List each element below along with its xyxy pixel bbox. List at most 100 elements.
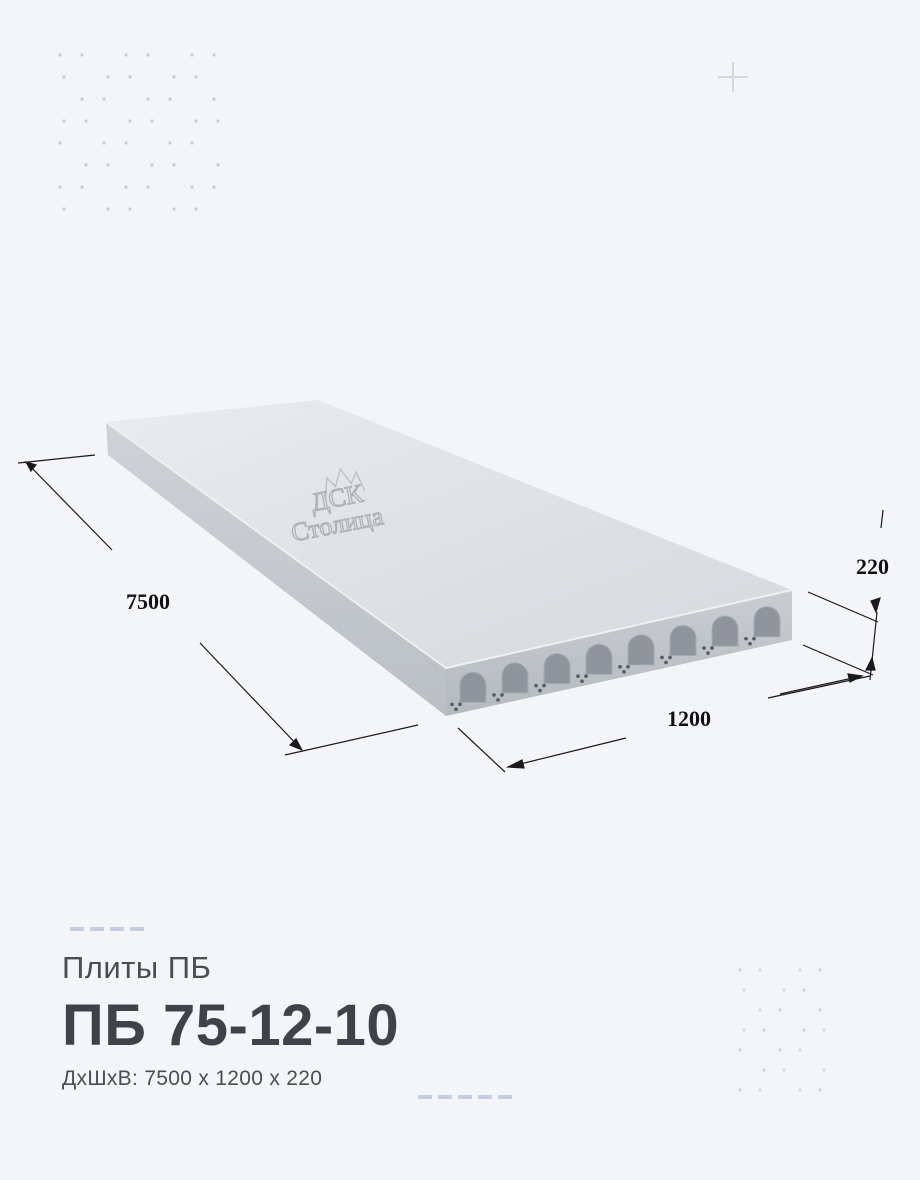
pattern-dot [798,968,802,972]
hollow-core [543,653,571,685]
rebar-dot [622,670,626,674]
spec-sep-1: x [198,1067,210,1090]
rebar-dot [584,674,588,678]
product-category: Плиты ПБ [62,950,212,985]
rebar-dot [454,707,458,712]
product-spec: ДхШхВ: 7500 x 1200 x 220 [62,1067,399,1091]
pattern-dot [146,97,150,101]
pattern-dot [58,141,62,145]
pattern-dot [212,97,216,101]
pattern-dot [742,1028,746,1032]
pattern-dot [106,207,110,211]
pattern-dot [738,1088,742,1092]
pattern-dot [738,968,742,972]
pattern-dot [58,53,62,57]
pattern-dot [822,1068,826,1072]
pattern-dot [762,1028,766,1032]
pattern-dot [102,97,106,101]
pattern-dot [124,53,128,57]
pattern-dot [194,119,198,123]
rebar-dot [458,702,462,707]
pattern-dot [194,75,198,79]
pattern-dot [172,75,176,79]
pattern-dot [150,163,154,167]
rebar-dot [492,693,496,697]
spec-label: ДхШхВ: [62,1067,139,1090]
slab-top-face [106,400,792,668]
hollow-core [459,671,487,703]
pattern-dot [146,185,150,189]
hollow-core [669,624,697,656]
pattern-dot [190,185,194,189]
pattern-dot [128,75,132,79]
product-model: ПБ 75-12-10 [62,993,400,1058]
pattern-dot [128,207,132,211]
rebar-dot [500,693,504,697]
pattern-dot [798,1088,802,1092]
dot-pattern-bottom [738,968,826,1092]
pattern-dot [758,1008,762,1012]
pattern-dot [782,988,786,992]
slab-front-face [446,590,792,716]
accent-dash-top [70,927,145,931]
hollow-core [585,643,613,675]
pattern-dot [216,163,220,167]
slab-side-face [106,422,446,716]
rebar-dot [626,665,630,669]
rebar-dot [706,651,710,655]
rebar-dot [538,688,542,693]
pattern-dot [62,207,66,211]
plus-icon [718,62,748,92]
pattern-dot [124,185,128,189]
pattern-dot [818,1088,822,1092]
pattern-dot [194,207,198,211]
hollow-core [627,634,655,666]
spec-sep-2: x [269,1067,281,1090]
dimension-height-label: 220 [856,554,889,579]
pattern-dot [190,53,194,57]
rebar-dot [664,660,668,665]
pattern-dot [778,1048,782,1052]
pattern-dot [782,1068,786,1072]
rebar-dot [660,655,664,660]
pattern-dot [84,163,88,167]
pattern-dot [168,97,172,101]
pattern-dot [172,163,176,167]
hollow-core [711,615,739,647]
pattern-dot [212,53,216,57]
rebar-dot [702,646,706,650]
rebar-dot [748,641,752,646]
pattern-dot [216,119,220,123]
pattern-dot [172,207,176,211]
pattern-dot [150,119,154,123]
pattern-dot [128,119,132,123]
pattern-dot [124,141,128,145]
pattern-dot [84,119,88,123]
pattern-dot [762,1068,766,1072]
hollow-cores [450,606,781,712]
pattern-dot [62,119,66,123]
pattern-dot [778,1008,782,1012]
dimension-length-label: 7500 [126,589,170,614]
pattern-dot [102,141,106,145]
spec-height: 220 [286,1067,323,1090]
pattern-dot [818,1008,822,1012]
rebar-dot [450,702,454,707]
accent-dash-bottom [418,1095,518,1099]
product-caption: Плиты ПБ ПБ 75-12-10 ДхШхВ: 7500 x 1200 … [62,950,399,1091]
pattern-dot [742,988,746,992]
pattern-dot [822,1028,826,1032]
rebar-dot [496,698,500,702]
pattern-dot [58,185,62,189]
pattern-dot [106,163,110,167]
pattern-dot [758,1088,762,1092]
rebar-dot [618,665,622,669]
hollow-core [501,662,529,694]
pattern-dot [802,988,806,992]
pattern-dot [802,1028,806,1032]
spec-length: 7500 [144,1067,193,1090]
rebar-dot [752,636,756,641]
dimension-lines [17,454,884,773]
